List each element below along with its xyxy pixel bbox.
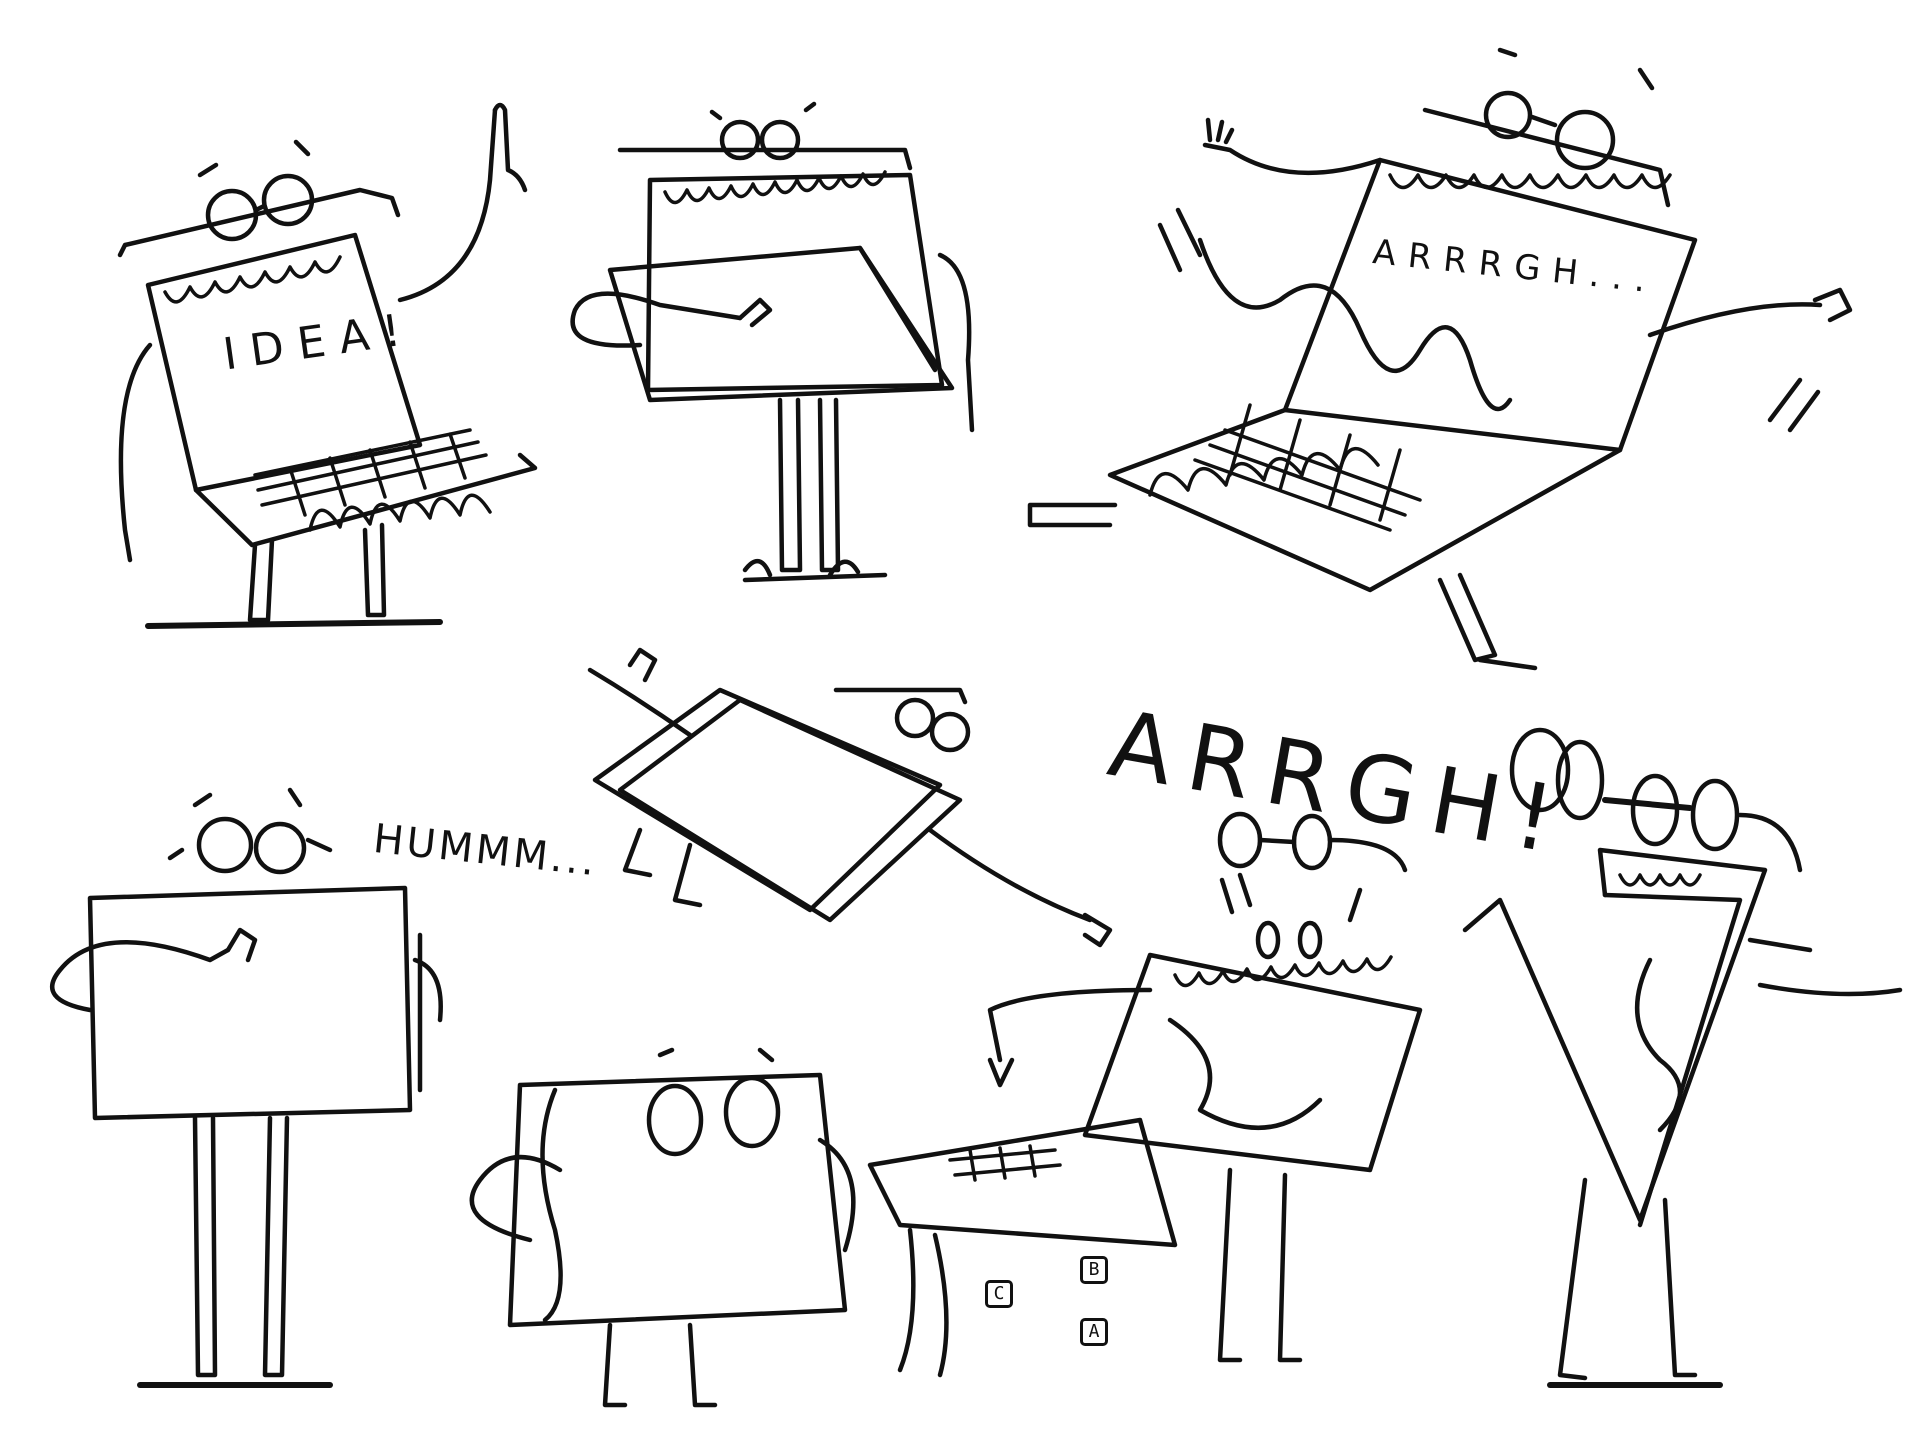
laptop-character-hiding-face (469, 1047, 856, 1408)
fallen-key-c: C (985, 1280, 1013, 1308)
laptop-character-idea (117, 102, 538, 629)
fallen-key-b: B (1080, 1256, 1108, 1284)
laptop-character-folded (1462, 727, 1903, 1388)
laptop-character-collapsed (587, 647, 1113, 948)
laptop-character-hummm (49, 787, 443, 1388)
fallen-key-a: A (1080, 1318, 1108, 1346)
laptop-character-holding-paper (570, 101, 975, 583)
laptop-character-arrrgh (1027, 47, 1853, 671)
laptop-character-broken-keyboard (867, 811, 1423, 1378)
